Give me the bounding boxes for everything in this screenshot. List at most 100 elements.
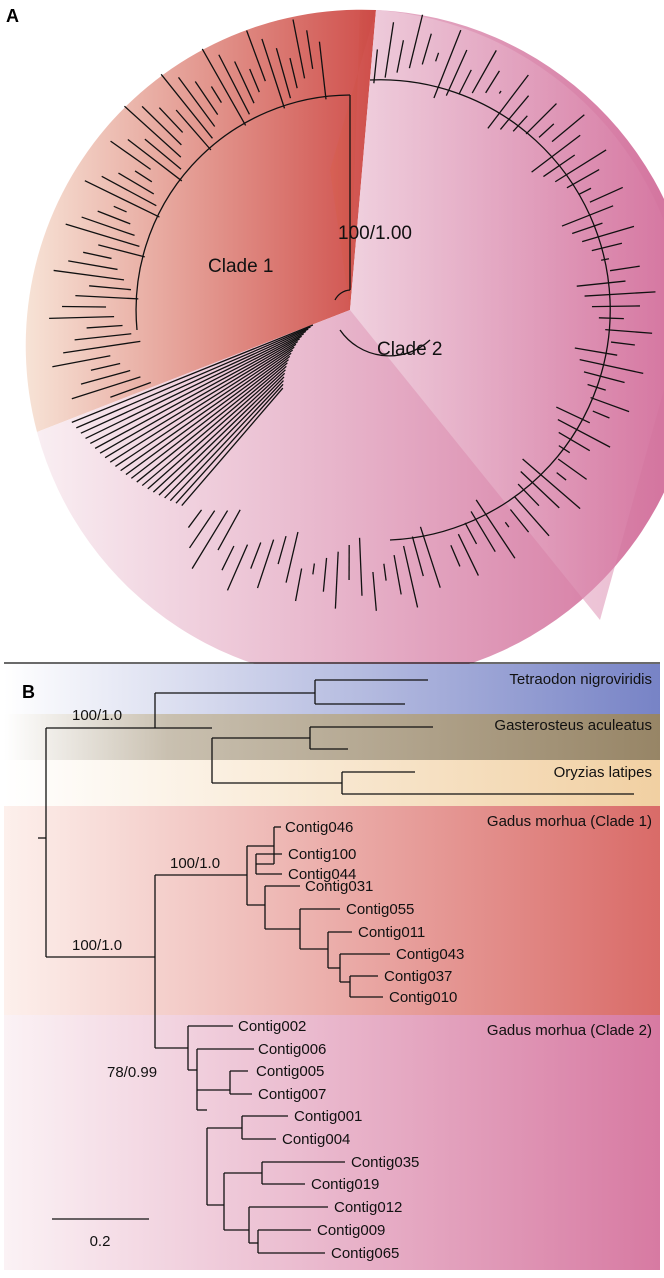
clade2-branch	[450, 545, 461, 567]
clade2-branch	[609, 265, 640, 272]
clade2-branch	[531, 134, 581, 173]
basal-fan-branch	[125, 352, 292, 476]
clade2-branch	[525, 103, 557, 135]
clade2-leaf-contig012: Contig012	[334, 1199, 402, 1216]
basal-fan-branch	[164, 376, 285, 499]
clade2-branch	[538, 123, 555, 138]
band-gasterosteus	[4, 714, 660, 760]
panel-b-letter: B	[22, 682, 35, 702]
clade2-inner-arc	[339, 329, 431, 357]
clade2-branch	[543, 154, 576, 178]
clade2-branch	[402, 545, 419, 608]
clade1-leaf-contig043: Contig043	[396, 946, 464, 963]
clade2-branch	[358, 537, 363, 596]
group-label-gadus-clade2: Gadus morhua (Clade 2)	[487, 1022, 652, 1039]
clade1-branch	[201, 48, 247, 126]
clade2-branch	[566, 169, 600, 189]
clade2-branch	[421, 33, 432, 65]
clade1-branch	[68, 260, 118, 271]
clade2-branch	[285, 531, 299, 583]
clade1-branch	[261, 38, 286, 109]
clade2-branch	[509, 509, 530, 533]
clade2-leaf-contig001: Contig001	[294, 1108, 362, 1125]
clade2-branch	[221, 545, 235, 571]
clade2-branch	[383, 563, 387, 581]
clade2-branch	[576, 280, 626, 287]
clade2-branch	[471, 50, 497, 94]
clade2-branch	[384, 22, 395, 78]
clade1-branch	[292, 19, 306, 79]
clade1-branch	[318, 41, 327, 100]
clade2-branch	[556, 472, 567, 481]
panel-b-rectangular-tree: B Tetraodon nigroviridis Gasterosteus ac…	[4, 662, 660, 1270]
clade2-branch	[605, 328, 653, 334]
clade2-branch	[587, 383, 606, 391]
clade1-branch	[194, 81, 219, 115]
clade1-branch	[110, 381, 152, 398]
clade1-branch	[246, 30, 266, 82]
clade2-branch	[372, 571, 377, 611]
basal-fan-branch	[80, 328, 309, 434]
clade2-branch	[445, 49, 468, 96]
clade2-branch	[334, 551, 339, 609]
clade2-branch	[457, 533, 479, 576]
clade1-inner-sector	[330, 10, 376, 310]
group-label-gadus-clade1: Gadus morhua (Clade 1)	[487, 813, 652, 830]
clade1-leaf-contig031: Contig031	[305, 878, 373, 895]
clade2-branch	[561, 205, 614, 227]
basal-fan-branch	[158, 372, 286, 496]
basal-fan-branch	[89, 333, 305, 445]
clade1-leaf-contig046: Contig046	[285, 819, 353, 836]
basal-fan-branch	[115, 346, 295, 468]
clade1-branch	[160, 73, 213, 139]
clade2-branch	[517, 483, 540, 507]
clade2-branch	[583, 371, 625, 384]
clade1-branch	[75, 294, 139, 300]
clade2-branch	[470, 511, 496, 553]
clade2-branch	[187, 509, 203, 528]
clade2-branch	[393, 554, 402, 595]
clade1-branch	[141, 105, 182, 146]
clade2-branch	[557, 419, 611, 448]
support-outgroup: 100/1.0	[72, 707, 122, 724]
clade1-branch	[80, 369, 131, 385]
leaf-labels: Contig046Contig100Contig044Contig031Cont…	[238, 819, 464, 1262]
clade1-leaf-contig055: Contig055	[346, 901, 414, 918]
basal-fan-branch	[141, 362, 288, 487]
clade2-branch	[217, 509, 241, 551]
clade2-leaf-contig002: Contig002	[238, 1018, 306, 1035]
clade2-branch	[458, 69, 472, 95]
panel-a-circular-tree: A Clade 1 Clade 2 100/1.00	[6, 6, 664, 682]
clade2-leaf-contig006: Contig006	[258, 1041, 326, 1058]
clade1-branch	[62, 305, 107, 308]
clade1-branch	[71, 376, 141, 400]
clade2-branch	[598, 317, 624, 320]
basal-fan-branch	[104, 340, 299, 459]
clade2-branch	[411, 536, 424, 577]
clade2-branch	[520, 470, 560, 509]
clade2-branch	[188, 510, 216, 549]
clade2-branch	[591, 305, 640, 308]
clade1-branch	[84, 180, 160, 218]
clade1-branch	[210, 86, 222, 103]
clade1-branch	[175, 109, 212, 151]
clade2-label: Clade 2	[377, 339, 443, 360]
clade1-branch	[90, 362, 121, 371]
clade2-branch	[256, 539, 275, 589]
clade1-branch	[52, 355, 111, 368]
clade1-branch	[63, 340, 141, 354]
clade1-branch	[218, 54, 251, 115]
clade2-branch	[558, 431, 591, 452]
clade2-branch	[475, 499, 516, 559]
support-clade2: 78/0.99	[107, 1064, 157, 1081]
support-gadus: 100/1.0	[72, 937, 122, 954]
clade2-branch	[551, 114, 585, 143]
clade1-leaf-contig011: Contig011	[358, 924, 425, 941]
clade2-branch	[408, 14, 424, 69]
clade2-branch	[512, 115, 528, 132]
clade2-branch	[557, 458, 587, 480]
clade1-arc	[135, 94, 351, 331]
root-support-label: 100/1.00	[338, 223, 412, 244]
basal-fan-branch	[181, 387, 284, 507]
clade1-branch	[306, 30, 314, 69]
